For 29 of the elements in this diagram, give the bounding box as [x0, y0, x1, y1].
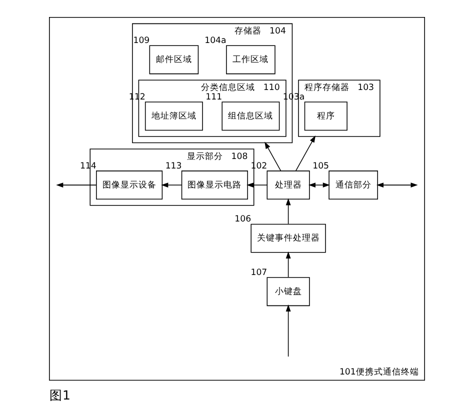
node-box: 程序 [304, 102, 348, 131]
caption: 图1 [49, 388, 70, 403]
arrow [286, 198, 291, 224]
node-box: 关键事件处理器 [250, 224, 326, 253]
arrow [308, 182, 330, 188]
arrow [295, 135, 316, 172]
node-label: 106 [234, 214, 252, 225]
node-box: 工作区域 [226, 45, 276, 74]
node-box: 图像显示设备 [96, 170, 163, 200]
node-label: 104a [204, 36, 226, 46]
node-box: 通信部分 [328, 170, 378, 200]
node-label: 111 [206, 92, 222, 103]
arrow [376, 182, 418, 188]
node-box: 邮件区域 [149, 45, 199, 74]
node-label: 109 [133, 36, 150, 46]
node-box: 处理器 [266, 170, 310, 200]
arrow [161, 182, 182, 188]
arrow [264, 142, 282, 172]
arrow [286, 304, 291, 357]
node-label: 113 [165, 161, 182, 172]
arrow [56, 182, 97, 188]
arrow [286, 251, 291, 278]
arrow [246, 182, 268, 188]
node-box: 地址簿区域 [144, 102, 203, 131]
node-box: 组信息区域 [222, 102, 280, 131]
node-label: 105 [312, 161, 330, 172]
node-box: 小键盘 [266, 277, 310, 306]
node-box: 图像显示电路 [181, 170, 248, 200]
node-label: 107 [250, 268, 268, 278]
